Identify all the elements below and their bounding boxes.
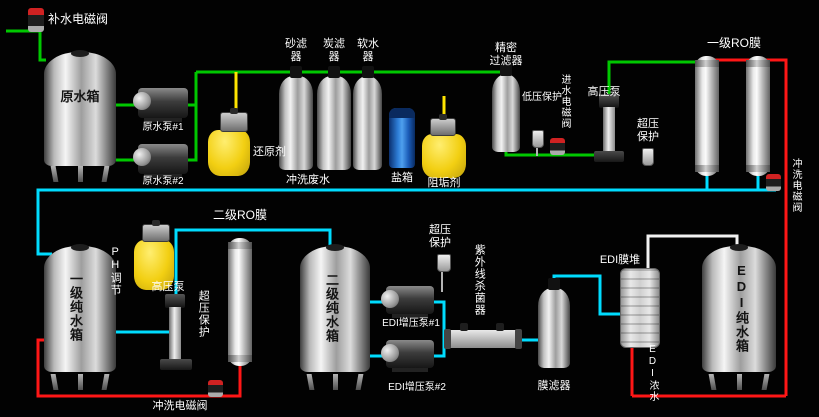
softener-vessel xyxy=(353,66,382,170)
ro1-membrane-vessel-a xyxy=(695,56,719,176)
label-antiscalant: 阻垢剂 xyxy=(427,177,461,189)
stage2-pure-water-tank xyxy=(300,244,370,390)
flush-solenoid-valve-bottom-icon xyxy=(208,380,223,397)
label-hp-pump-top: 高压泵 xyxy=(587,86,621,98)
label-edi-pump-1: EDI增压泵#1 xyxy=(382,318,440,329)
label-edi-stack: EDI膜堆 xyxy=(599,254,641,266)
edi-booster-pump-2 xyxy=(381,340,434,372)
label-inlet-valve: 进水电磁阀 xyxy=(559,74,570,129)
label-overpressure-mid: 超压 保护 xyxy=(429,224,451,250)
inlet-solenoid-valve-icon xyxy=(550,138,565,155)
label-low-pressure: 低压保护 xyxy=(522,92,562,103)
label-overpressure-left: 超压保护 xyxy=(197,290,210,338)
label-edi-concentrate: EDI浓水 xyxy=(647,344,658,402)
label-edi-tank: EDI纯水箱 xyxy=(734,263,749,353)
pipe-permeate-header xyxy=(36,188,776,256)
label-tank1: 一级纯水箱 xyxy=(68,272,83,342)
uv-port-left xyxy=(460,323,468,331)
pipe-ro1-concentrate xyxy=(706,58,788,396)
overpressure-sensor-mid-icon xyxy=(437,254,451,272)
carbon-filter-vessel xyxy=(317,66,351,170)
antiscalant-dosing-pump xyxy=(430,114,456,136)
ph-dosing-tank xyxy=(134,240,174,290)
raw-pump-1 xyxy=(133,88,188,122)
label-flush-waste: 冲洗废水 xyxy=(286,174,330,186)
label-edi-pump-2: EDI增压泵#2 xyxy=(388,382,446,393)
label-softener: 软水 器 xyxy=(357,38,379,64)
overpressure-sensor-top-icon xyxy=(642,148,654,166)
reducer-dosing-tank xyxy=(208,130,250,176)
label-ro1: 一级RO膜 xyxy=(706,36,761,50)
ph-dosing-pump xyxy=(142,220,170,242)
label-carbon-filter: 炭滤 器 xyxy=(323,38,345,64)
edi-module-stack xyxy=(620,268,660,348)
precision-filter-vessel xyxy=(492,64,520,152)
label-raw-pump-2: 原水泵#2 xyxy=(142,176,184,187)
label-tank2: 二级纯水箱 xyxy=(324,273,339,343)
label-salt-tank: 盐箱 xyxy=(391,172,413,184)
label-precision-filter: 精密 过滤器 xyxy=(489,42,523,68)
label-flush-valve-right: 冲洗电磁阀 xyxy=(790,158,801,213)
pipe-makeup-water xyxy=(6,29,46,62)
high-pressure-pump-top xyxy=(594,94,624,162)
reducer-dosing-pump xyxy=(220,108,248,132)
pipe-ro2-concentrate-return xyxy=(36,338,242,398)
label-sand-filter: 砂滤 器 xyxy=(285,38,307,64)
sand-filter-vessel xyxy=(279,66,313,170)
label-membrane-filter: 膜滤器 xyxy=(537,380,571,392)
label-raw-tank: 原水箱 xyxy=(60,89,100,104)
pipe-hp2-to-ro2-to-tank2 xyxy=(174,228,332,298)
membrane-filter-vessel xyxy=(538,278,570,368)
ro1-membrane-vessel-b xyxy=(746,56,770,176)
makeup-solenoid-valve-icon xyxy=(28,8,44,32)
high-pressure-pump-bottom xyxy=(160,294,192,370)
label-flush-valve-bottom: 冲洗电磁阀 xyxy=(152,400,208,412)
edi-booster-pump-1 xyxy=(381,286,434,318)
stage1-pure-water-tank xyxy=(44,244,116,390)
antiscalant-dosing-tank xyxy=(422,134,466,178)
label-overpressure-top: 超压 保护 xyxy=(637,118,659,144)
pipe-hp-discharge xyxy=(607,60,700,100)
salt-tank xyxy=(389,108,415,168)
raw-pump-2 xyxy=(133,144,188,178)
label-ro2: 二级RO膜 xyxy=(212,208,267,222)
label-raw-pump-1: 原水泵#1 xyxy=(142,122,184,133)
ro2-membrane-vessel xyxy=(228,238,252,366)
raw-water-tank xyxy=(44,50,116,182)
edi-pure-water-tank xyxy=(702,244,776,390)
uv-sterilizer xyxy=(444,329,522,349)
label-makeup-valve: 补水电磁阀 xyxy=(48,12,109,26)
flush-solenoid-valve-right-icon xyxy=(766,174,781,191)
uv-port-right xyxy=(496,323,504,331)
low-pressure-sensor-icon xyxy=(532,130,544,148)
label-uv: 紫外线杀菌器 xyxy=(473,244,486,316)
label-reducer: 还原剂 xyxy=(253,146,286,158)
label-hp-pump-bottom: 高压泵 xyxy=(151,281,185,293)
pipe-pump2-out xyxy=(186,74,198,162)
label-ph-dosing: PH调节 xyxy=(109,246,122,296)
